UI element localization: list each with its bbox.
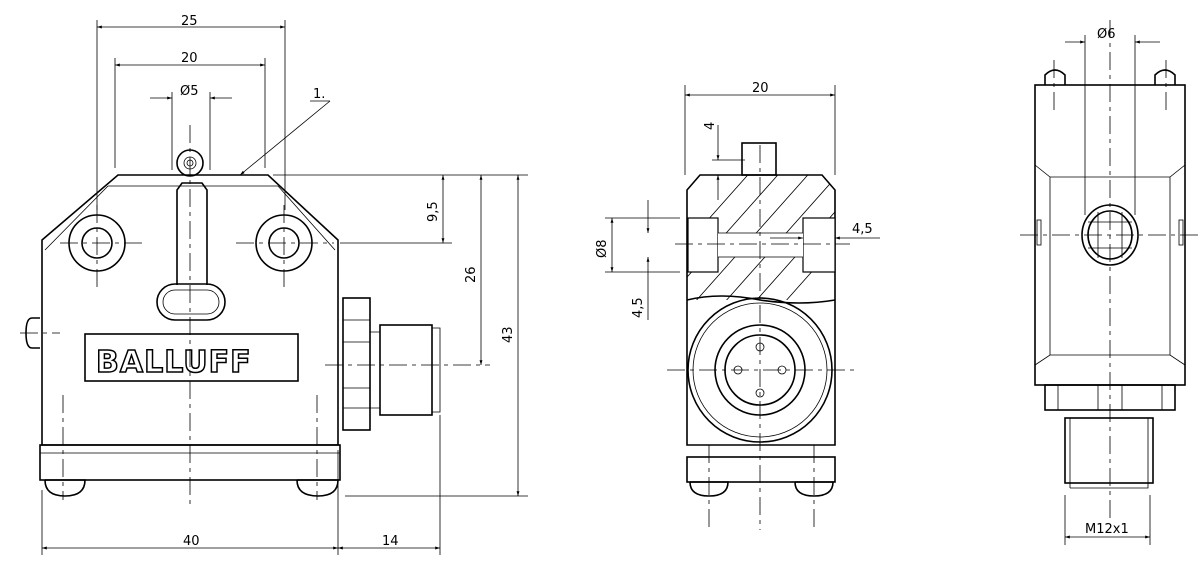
dim-43: 43: [501, 326, 516, 343]
side-dim-20: 20: [752, 81, 769, 96]
dim-roller-diameter: Ø5: [180, 84, 199, 99]
dim-25: 25: [181, 14, 198, 29]
side-dim-4: 4: [703, 122, 718, 130]
dim-9-5: 9,5: [426, 201, 441, 222]
connector-hex-nut: [342, 297, 371, 431]
side-view: 20 4 Ø8 4,5 4,5: [595, 81, 880, 530]
side-dim-4-5-left: 4,5: [631, 297, 646, 318]
dim-40: 40: [183, 534, 200, 549]
dim-14: 14: [382, 534, 399, 549]
dim-20: 20: [181, 51, 198, 66]
callout-1: 1.: [313, 87, 325, 102]
back-view: Ø6 M12x1: [1020, 20, 1200, 545]
callout-leader: [239, 100, 331, 176]
connector-thread: [379, 324, 433, 416]
side-dim-bore-diameter: Ø8: [595, 239, 610, 258]
logo-plate: [84, 333, 299, 382]
front-view: BALLUFF 25 20 Ø5 1. 9,5 26 43 40 14: [20, 14, 528, 555]
side-plunger: [25, 317, 40, 349]
lever-oval: [156, 283, 226, 321]
mounting-foot-left: [44, 479, 86, 497]
back-dim-thread: M12x1: [1085, 522, 1129, 537]
side-dim-4-5-right: 4,5: [852, 222, 873, 237]
back-connector-thread: [1064, 417, 1154, 484]
side-base-plate: [686, 456, 836, 483]
side-housing-outline: [686, 174, 836, 446]
back-dim-diameter-6: Ø6: [1097, 27, 1116, 42]
mounting-foot-right: [296, 479, 339, 497]
dim-26: 26: [464, 266, 479, 283]
brand-logo: BALLUFF: [96, 345, 252, 380]
lever-slot: [176, 182, 208, 285]
side-plunger: [741, 142, 777, 176]
